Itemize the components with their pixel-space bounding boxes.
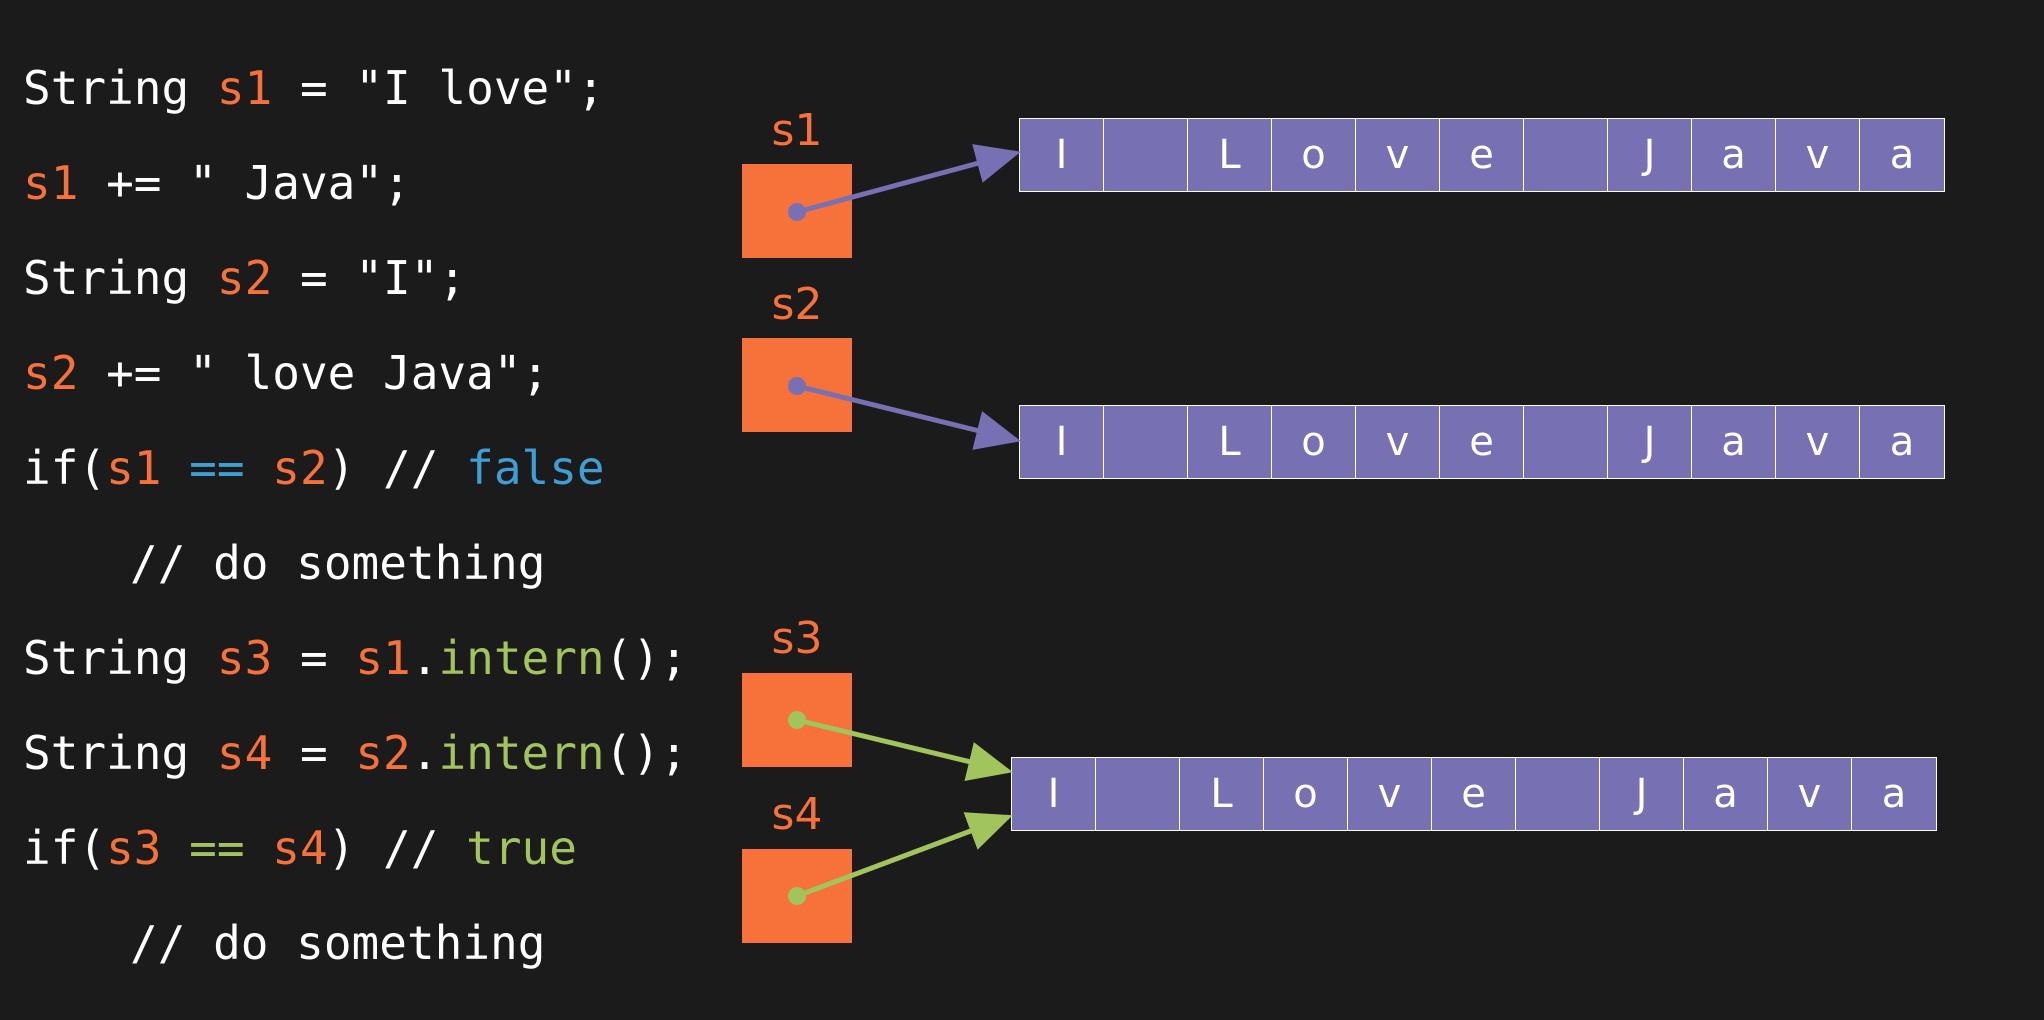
char-cell: v xyxy=(1776,119,1860,191)
code-token: intern xyxy=(438,631,605,685)
char-cell: I xyxy=(1020,119,1104,191)
char-cell: J xyxy=(1600,758,1684,830)
char-cell: o xyxy=(1272,119,1356,191)
code-token: . xyxy=(410,726,439,780)
char-cell xyxy=(1104,406,1188,478)
code-token: . xyxy=(410,631,439,685)
code-token: String xyxy=(23,631,217,685)
code-token: s2 xyxy=(272,441,328,495)
pointer-label: s2 xyxy=(771,279,823,330)
char-cell xyxy=(1524,406,1608,478)
char-cell: v xyxy=(1776,406,1860,478)
char-cell: v xyxy=(1356,119,1440,191)
code-token: = xyxy=(272,631,356,685)
code-line: s1 += " Java"; xyxy=(23,153,411,213)
arrow-s3 xyxy=(788,711,1013,782)
char-cell: v xyxy=(1356,406,1440,478)
pointer-dot xyxy=(788,887,806,905)
char-cell: J xyxy=(1608,406,1692,478)
pointer-label: s3 xyxy=(771,613,823,664)
code-token: = "I"; xyxy=(272,251,467,305)
code-token: s1 xyxy=(355,631,411,685)
code-token: == xyxy=(161,821,273,875)
char-cell xyxy=(1516,758,1600,830)
char-cell: v xyxy=(1348,758,1432,830)
code-token: (); xyxy=(604,726,688,780)
char-cell: e xyxy=(1432,758,1516,830)
code-token: s4 xyxy=(272,821,328,875)
pointer-dot xyxy=(788,711,806,729)
code-token: intern xyxy=(438,726,605,780)
char-cell: a xyxy=(1692,406,1776,478)
char-cell: a xyxy=(1860,119,1944,191)
code-token: += " Java"; xyxy=(78,156,411,210)
code-token: // do something xyxy=(130,536,546,590)
char-cell: a xyxy=(1860,406,1944,478)
code-line: String s4 = s2.intern(); xyxy=(23,723,688,783)
pointer-dot xyxy=(788,377,806,395)
char-cell: I xyxy=(1020,406,1104,478)
code-line: String s3 = s1.intern(); xyxy=(23,628,688,688)
code-token: = "I love"; xyxy=(272,61,605,115)
code-token: ) // xyxy=(327,821,467,875)
code-token: false xyxy=(466,441,605,495)
char-cell: e xyxy=(1440,119,1524,191)
code-token: s2 xyxy=(23,346,79,400)
code-token: s1 xyxy=(106,441,162,495)
code-token: (); xyxy=(604,631,688,685)
code-token: s3 xyxy=(106,821,162,875)
code-token: = xyxy=(272,726,356,780)
code-token: String xyxy=(23,61,217,115)
char-cell: e xyxy=(1440,406,1524,478)
char-cell: o xyxy=(1272,406,1356,478)
code-token: == xyxy=(161,441,273,495)
char-cell xyxy=(1096,758,1180,830)
code-line: // do something xyxy=(130,533,545,593)
code-token: String xyxy=(23,726,217,780)
char-cell xyxy=(1524,119,1608,191)
code-token: s4 xyxy=(216,726,273,780)
code-line: String s2 = "I"; xyxy=(23,248,466,308)
code-token: String xyxy=(23,251,217,305)
code-token: s3 xyxy=(216,631,273,685)
pointer-label: s1 xyxy=(771,105,823,156)
code-token: += " love Java"; xyxy=(78,346,550,400)
code-line: String s1 = "I love"; xyxy=(23,58,605,118)
code-token: if( xyxy=(23,821,107,875)
code-token: // do something xyxy=(130,916,546,970)
char-cell: L xyxy=(1188,406,1272,478)
char-cell: a xyxy=(1852,758,1936,830)
code-token: s2 xyxy=(216,251,273,305)
char-cell: J xyxy=(1608,119,1692,191)
char-cell: L xyxy=(1188,119,1272,191)
char-cell: o xyxy=(1264,758,1348,830)
code-token: s1 xyxy=(216,61,273,115)
code-line: if(s3 == s4) // true xyxy=(23,818,577,878)
code-line: // do something xyxy=(130,913,545,973)
code-token: true xyxy=(466,821,577,875)
arrow-s4 xyxy=(788,812,1013,905)
code-token: s2 xyxy=(355,726,411,780)
char-cell: v xyxy=(1768,758,1852,830)
char-cell: a xyxy=(1692,119,1776,191)
code-line: if(s1 == s2) // false xyxy=(23,438,605,498)
char-cell: L xyxy=(1180,758,1264,830)
pointer-dot xyxy=(788,203,806,221)
pointer-label: s4 xyxy=(771,789,823,840)
char-cell xyxy=(1104,119,1188,191)
char-cell: I xyxy=(1012,758,1096,830)
code-line: s2 += " love Java"; xyxy=(23,343,549,403)
arrow-s1 xyxy=(788,144,1021,221)
arrow-s2 xyxy=(788,377,1021,450)
code-token: s1 xyxy=(23,156,79,210)
code-token: if( xyxy=(23,441,107,495)
code-token: ) // xyxy=(327,441,467,495)
char-cell: a xyxy=(1684,758,1768,830)
